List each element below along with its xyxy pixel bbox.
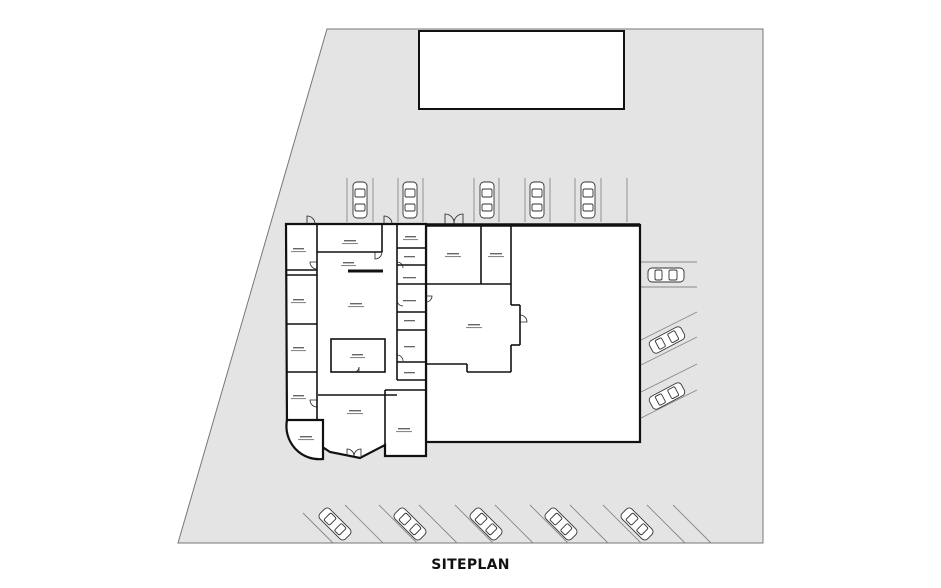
parked-car-icon bbox=[479, 181, 495, 219]
parked-car-icon bbox=[402, 181, 418, 219]
room-labels bbox=[291, 236, 504, 441]
parked-car-icon bbox=[393, 507, 427, 541]
warehouse-footprint bbox=[424, 223, 642, 444]
parked-car-icon bbox=[648, 326, 686, 354]
parked-car-icon bbox=[544, 507, 578, 541]
parked-car-icon bbox=[529, 181, 545, 219]
parked-car-icon bbox=[648, 382, 686, 410]
parking-stalls-right bbox=[640, 261, 698, 419]
parked-car-icon bbox=[647, 267, 685, 283]
parking-stalls-top bbox=[346, 178, 628, 222]
parked-car-icon bbox=[352, 181, 368, 219]
warehouse-offices bbox=[426, 226, 521, 373]
siteplan-caption: SITEPLAN bbox=[431, 557, 510, 573]
parked-car-icon bbox=[469, 507, 503, 541]
parking-stalls-bottom bbox=[302, 504, 712, 544]
door-swing-icon bbox=[306, 213, 528, 457]
parked-car-icon bbox=[318, 507, 352, 541]
parked-car-icon bbox=[580, 181, 596, 219]
parked-car-icon bbox=[620, 507, 654, 541]
detached-building bbox=[418, 30, 625, 110]
